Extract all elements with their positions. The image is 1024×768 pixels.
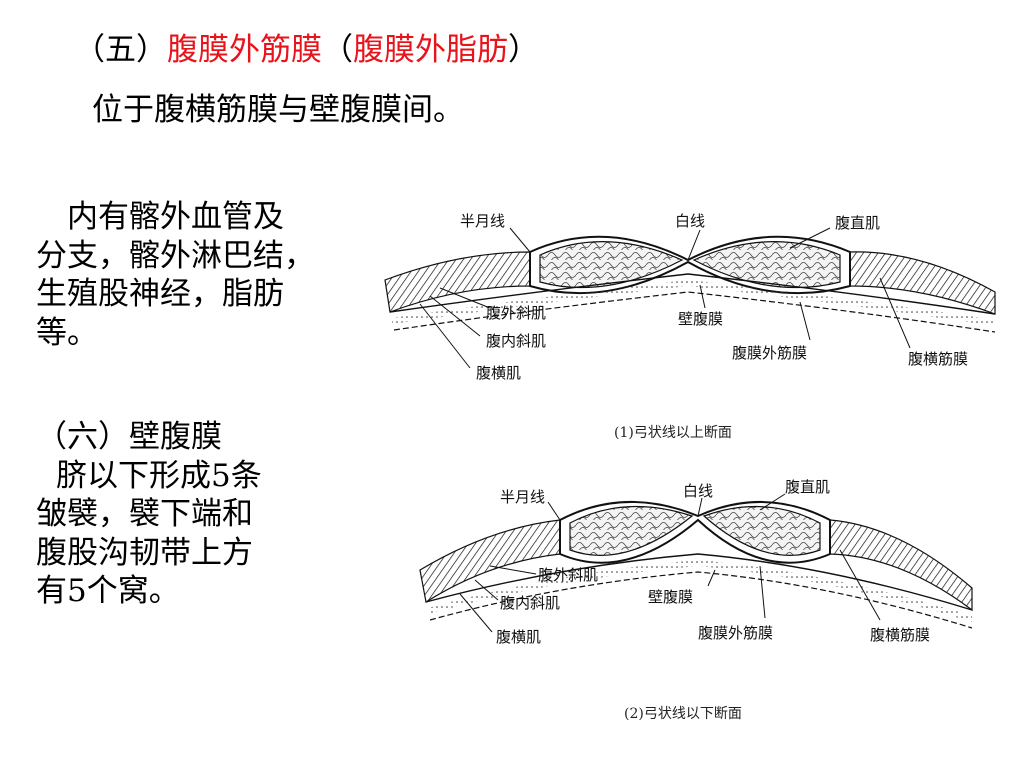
rectus-muscle-left (569, 505, 694, 556)
paragraph-line: 脐以下形成5条 (56, 457, 262, 494)
paragraph-line: 生殖股神经，脂肪 (36, 276, 284, 312)
label-transversalis-fascia: 腹横筋膜 (908, 350, 968, 368)
paragraph-line: 腹股沟韧带上方 (36, 534, 253, 571)
label-extraperitoneal-fascia: 腹膜外筋膜 (732, 344, 807, 362)
slide-title: （五）腹膜外筋膜（腹膜外脂肪） (74, 32, 539, 69)
extraperitoneal-fascia-layer (392, 280, 995, 326)
content-paragraph-contents: 内有髂外血管及 分支，髂外淋巴结， 生殖股神经，脂肪 等。 (36, 198, 315, 352)
label-rectus-abdominis: 腹直肌 (835, 214, 880, 232)
label-linea-alba: 白线 (683, 482, 713, 500)
paragraph-line: 有5个窝。 (36, 573, 180, 609)
transversalis-fascia-line (389, 273, 996, 315)
label-internal-oblique: 腹内斜肌 (486, 332, 546, 350)
title-prefix: （五） (74, 32, 167, 68)
title-alt-term: 腹膜外脂肪 (353, 32, 508, 68)
label-extraperitoneal-fascia: 腹膜外筋膜 (698, 624, 773, 642)
diagram-caption: (1)弓状线以上断面 (614, 425, 732, 441)
paragraph-line: 内有髂外血管及 (67, 199, 284, 235)
paragraph-line: 分支，髂外淋巴结， (36, 237, 315, 274)
label-external-oblique: 腹外斜肌 (486, 304, 546, 322)
cross-section-diagram-below-arcuate: 半月线 白线 腹直肌 腹外斜肌 腹内斜肌 腹横肌 壁腹膜 腹膜外筋膜 腹横筋膜 … (419, 478, 973, 722)
label-transversus: 腹横肌 (496, 628, 541, 646)
label-parietal-peritoneum: 壁腹膜 (678, 310, 723, 328)
label-internal-oblique: 腹内斜肌 (500, 594, 560, 612)
label-transversus: 腹横肌 (476, 364, 521, 382)
label-semilunar-line: 半月线 (460, 212, 505, 230)
lateral-muscle-left (419, 519, 561, 603)
diagram-caption: (2)弓状线以下断面 (624, 706, 742, 722)
paragraph-line: 等。 (36, 314, 98, 351)
paragraph-heading: （六）壁腹膜 (36, 419, 222, 455)
slide-subtitle: 位于腹横筋膜与壁腹膜间。 (92, 92, 464, 128)
label-external-oblique: 腹外斜肌 (538, 566, 598, 584)
label-rectus-abdominis: 腹直肌 (785, 478, 830, 496)
transversalis-fascia-line (425, 553, 973, 611)
label-parietal-peritoneum: 壁腹膜 (648, 588, 693, 606)
parietal-peritoneum-line (429, 571, 973, 629)
cross-section-diagram-above-arcuate: 半月线 白线 腹直肌 腹外斜肌 腹内斜肌 腹横肌 壁腹膜 腹膜外筋膜 腹横筋膜 … (384, 212, 996, 441)
label-semilunar-line: 半月线 (500, 488, 545, 506)
rectus-muscle-right (702, 505, 821, 556)
title-term: 腹膜外筋膜 (167, 32, 322, 68)
label-linea-alba: 白线 (675, 212, 705, 230)
title-paren-close: ） (508, 32, 539, 68)
paragraph-line: 皱襞，襞下端和 (36, 496, 253, 532)
title-paren-open: （ (322, 32, 353, 68)
content-paragraph-parietal-peritoneum: （六）壁腹膜 脐以下形成5条 皱襞，襞下端和 腹股沟韧带上方 有5个窝。 (36, 418, 262, 611)
label-transversalis-fascia: 腹横筋膜 (870, 626, 930, 644)
